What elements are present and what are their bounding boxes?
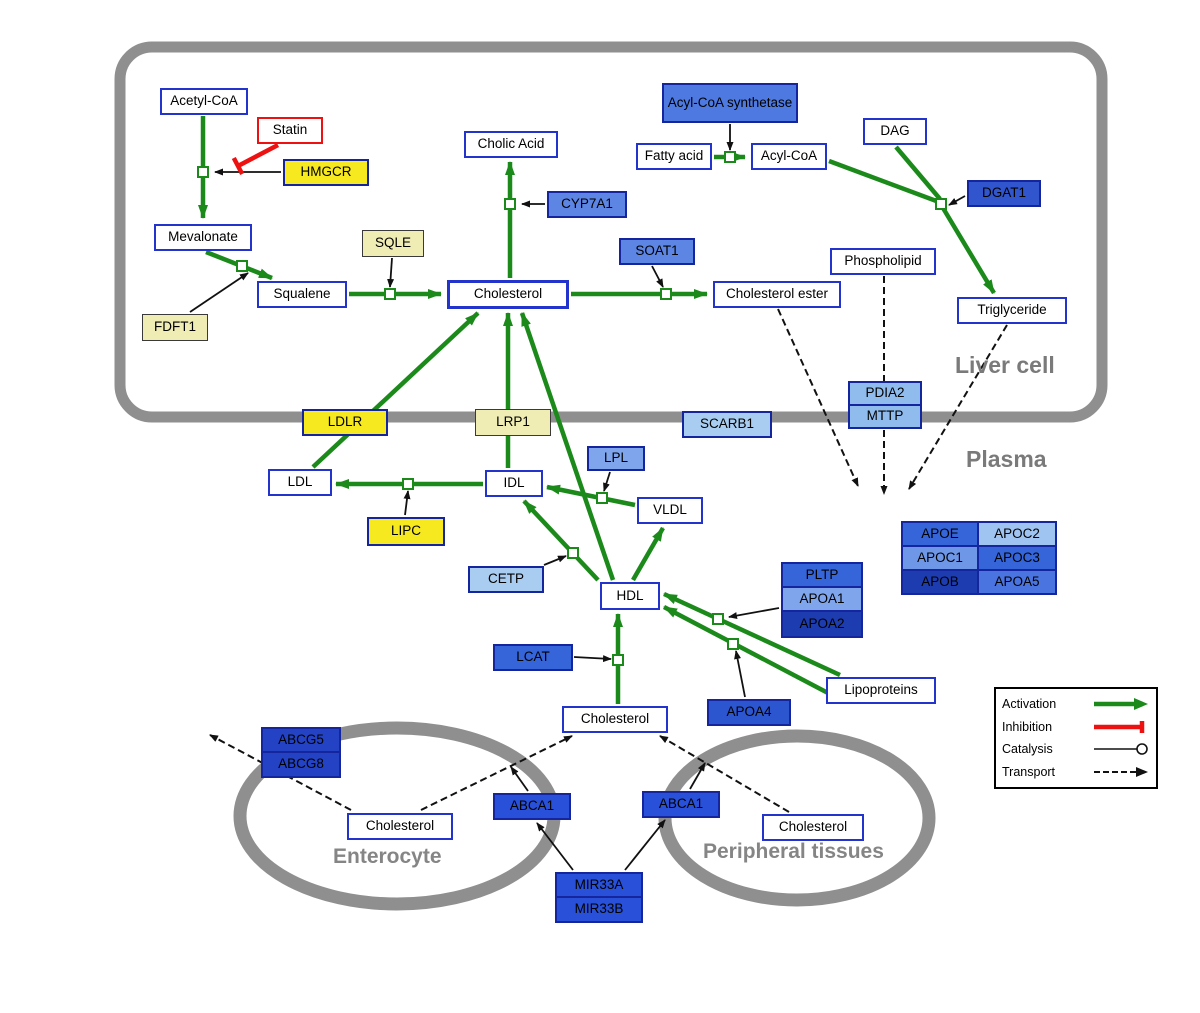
- liver-cell-membrane: [114, 41, 1108, 423]
- legend-row-inhibition: Inhibition: [1002, 717, 1150, 737]
- peripheral-tissues-membrane: [658, 729, 936, 907]
- metabolite-squalene[interactable]: Squalene: [257, 281, 347, 308]
- metabolite-acetyl-coa[interactable]: Acetyl-CoA: [160, 88, 248, 115]
- gene-lpl[interactable]: LPL: [587, 446, 645, 471]
- transport-dashed-arrow-icon: [1094, 766, 1148, 777]
- metabolite-acyl-coa[interactable]: Acyl-CoA: [751, 143, 827, 170]
- inhibition-tee-icon: [1094, 720, 1145, 733]
- gene-mir33a[interactable]: MIR33A: [555, 872, 643, 898]
- metabolite-cholesterol-ester[interactable]: Cholesterol ester: [713, 281, 841, 308]
- legend-transport-label: Transport: [1002, 764, 1056, 779]
- metabolite-fatty-acid[interactable]: Fatty acid: [636, 143, 712, 170]
- entity-lipoproteins[interactable]: Lipoproteins: [826, 677, 936, 704]
- gene-apoa5[interactable]: APOA5: [977, 569, 1057, 595]
- legend-inhibition-label: Inhibition: [1002, 719, 1053, 734]
- legend-row-transport: Transport: [1002, 762, 1150, 782]
- metabolite-hdl[interactable]: HDL: [600, 582, 660, 610]
- metabolite-cholesterol-peripheral[interactable]: Cholesterol: [762, 814, 864, 841]
- gene-apob[interactable]: APOB: [901, 569, 979, 595]
- gene-abcg5[interactable]: ABCG5: [261, 727, 341, 753]
- metabolite-phospholipid[interactable]: Phospholipid: [830, 248, 936, 275]
- gene-lipc[interactable]: LIPC: [367, 517, 445, 546]
- gene-ldlr[interactable]: LDLR: [302, 409, 388, 436]
- gene-abca1-right[interactable]: ABCA1: [642, 791, 720, 818]
- metabolite-cholesterol-liver[interactable]: Cholesterol: [447, 280, 569, 309]
- plasma-label: Plasma: [966, 446, 1047, 472]
- gene-abcg8[interactable]: ABCG8: [261, 751, 341, 778]
- gene-cyp7a1[interactable]: CYP7A1: [547, 191, 627, 218]
- gene-cetp[interactable]: CETP: [468, 566, 544, 593]
- metabolite-ldl[interactable]: LDL: [268, 469, 332, 496]
- metabolite-cholic-acid[interactable]: Cholic Acid: [464, 131, 558, 158]
- enterocyte-label: Enterocyte: [333, 845, 442, 868]
- gene-lrp1[interactable]: LRP1: [475, 409, 551, 436]
- gene-soat1[interactable]: SOAT1: [619, 238, 695, 265]
- legend-row-catalysis: Catalysis: [1002, 739, 1150, 759]
- legend-catalysis-label: Catalysis: [1002, 742, 1053, 757]
- metabolite-vldl[interactable]: VLDL: [637, 497, 703, 524]
- metabolite-mevalonate[interactable]: Mevalonate: [154, 224, 252, 251]
- gene-acyl-coa-synthetase[interactable]: Acyl-CoA synthetase: [662, 83, 798, 123]
- catalysis-circle-icon: [1094, 743, 1148, 756]
- metabolite-idl[interactable]: IDL: [485, 470, 543, 497]
- gene-apoc2[interactable]: APOC2: [977, 521, 1057, 547]
- legend: Activation Inhibition Catalysis Transpor…: [994, 687, 1158, 789]
- gene-mir33b[interactable]: MIR33B: [555, 896, 643, 923]
- drug-statin[interactable]: Statin: [257, 117, 323, 144]
- gene-hmgcr[interactable]: HMGCR: [283, 159, 369, 186]
- metabolite-cholesterol-enterocyte[interactable]: Cholesterol: [347, 813, 453, 840]
- activation-edges: [198, 116, 996, 704]
- legend-row-activation: Activation: [1002, 694, 1150, 714]
- catalysis-edges: [189, 124, 966, 871]
- peripheral-tissues-label: Peripheral tissues: [703, 840, 884, 863]
- gene-dgat1[interactable]: DGAT1: [967, 180, 1041, 207]
- gene-pdia2[interactable]: PDIA2: [848, 381, 922, 406]
- gene-apoa4[interactable]: APOA4: [707, 699, 791, 726]
- metabolite-triglyceride[interactable]: Triglyceride: [957, 297, 1067, 324]
- gene-sqle[interactable]: SQLE: [362, 230, 424, 257]
- inhibition-edge: [231, 143, 280, 176]
- gene-lcat[interactable]: LCAT: [493, 644, 573, 671]
- gene-apoa2[interactable]: APOA2: [781, 610, 863, 638]
- liver-cell-label: Liver cell: [955, 352, 1055, 378]
- gene-apoa1[interactable]: APOA1: [781, 586, 863, 612]
- gene-abca1-left[interactable]: ABCA1: [493, 793, 571, 820]
- gene-pltp[interactable]: PLTP: [781, 562, 863, 588]
- gene-fdft1[interactable]: FDFT1: [142, 314, 208, 341]
- metabolite-dag[interactable]: DAG: [863, 118, 927, 145]
- reaction-nodes: [197, 151, 947, 666]
- activation-arrow-icon: [1094, 698, 1148, 710]
- legend-activation-label: Activation: [1002, 697, 1057, 711]
- metabolite-cholesterol-plasma[interactable]: Cholesterol: [562, 706, 668, 733]
- gene-apoc1[interactable]: APOC1: [901, 545, 979, 571]
- gene-mttp[interactable]: MTTP: [848, 404, 922, 429]
- gene-apoc3[interactable]: APOC3: [977, 545, 1057, 571]
- gene-scarb1[interactable]: SCARB1: [682, 411, 772, 438]
- gene-apoe[interactable]: APOE: [901, 521, 979, 547]
